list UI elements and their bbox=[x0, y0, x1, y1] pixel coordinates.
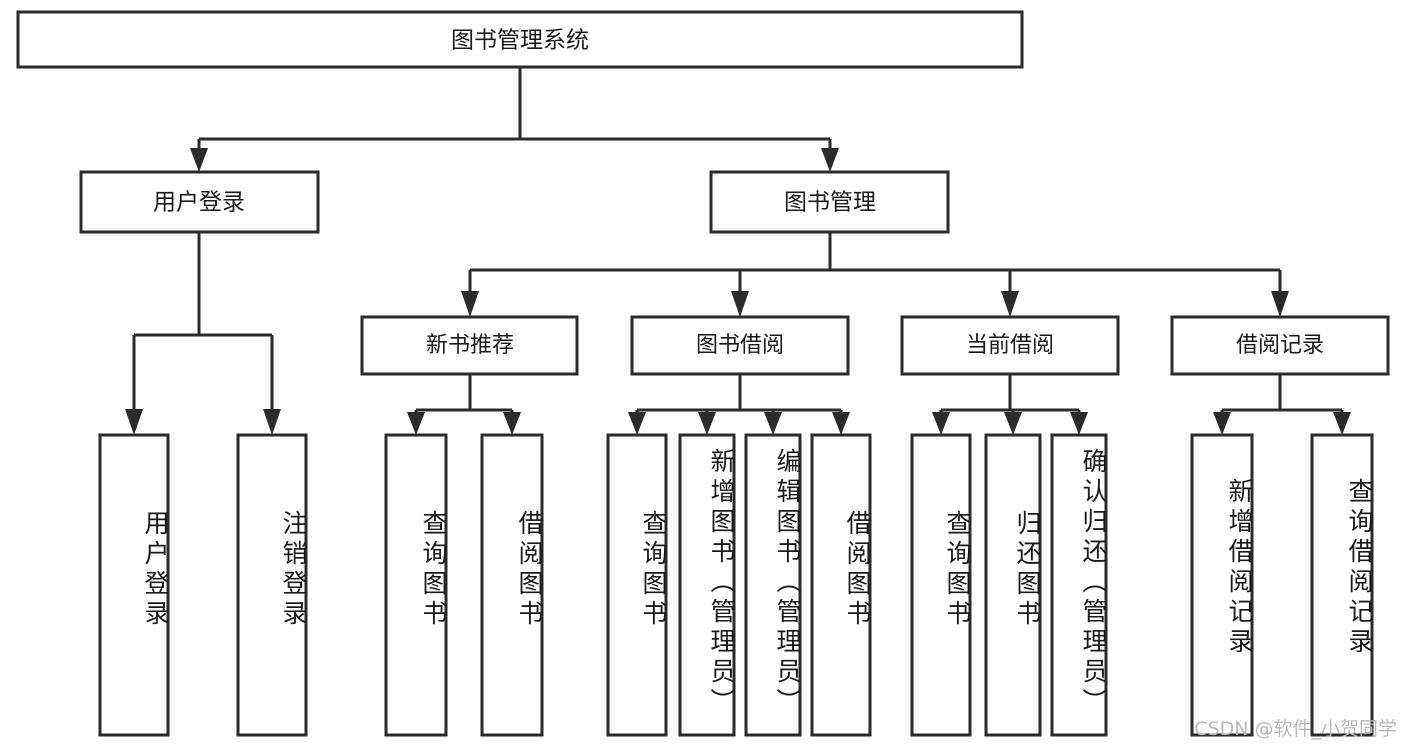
user-login-label: 用户登录 bbox=[153, 190, 245, 216]
new-book-recommend-box[interactable] bbox=[360, 315, 579, 376]
current-borrow-box[interactable] bbox=[900, 315, 1120, 376]
new-book-recommend-label: 新书推荐 bbox=[426, 333, 514, 358]
leaf-box-confirm-return[interactable] bbox=[1050, 433, 1108, 737]
connector-layer bbox=[125, 67, 1351, 435]
node-user-login[interactable]: 用户登录 bbox=[79, 170, 320, 234]
arrow-book-mgmt-to-new-book bbox=[461, 291, 479, 317]
arrow-book-mgmt-to-current bbox=[1001, 291, 1019, 317]
book-borrow-label: 图书借阅 bbox=[696, 333, 784, 358]
arrow-root-to-book-mgmt bbox=[821, 148, 839, 172]
node-book-borrow[interactable]: 图书借阅 bbox=[630, 315, 850, 376]
leaf-box-user-login[interactable] bbox=[98, 433, 170, 737]
book-borrow-box[interactable] bbox=[630, 315, 850, 376]
root-box[interactable] bbox=[16, 10, 1024, 69]
leaf-box-logout[interactable] bbox=[236, 433, 308, 737]
leaf-box-query-book-2[interactable] bbox=[606, 433, 668, 737]
leaf-box-borrow-book-2[interactable] bbox=[810, 433, 872, 737]
arrow-user-login-leaf-1 bbox=[125, 409, 143, 435]
book-management-label: 图书管理 bbox=[784, 190, 876, 216]
node-current-borrow[interactable]: 当前借阅 bbox=[900, 315, 1120, 376]
arrow-new-book-leaf-2 bbox=[503, 412, 521, 435]
arrow-borrow-leaf-1 bbox=[628, 412, 646, 435]
borrow-records-label: 借阅记录 bbox=[1236, 333, 1324, 358]
leaf-box-borrow-book-1[interactable] bbox=[480, 433, 544, 737]
node-book-management[interactable]: 图书管理 bbox=[709, 170, 950, 234]
book-management-box[interactable] bbox=[709, 170, 950, 234]
arrow-borrow-leaf-2 bbox=[698, 412, 716, 435]
node-borrow-records[interactable]: 借阅记录 bbox=[1170, 315, 1390, 376]
arrow-user-login-leaf-2 bbox=[263, 409, 281, 435]
leaf-box-return-book[interactable] bbox=[984, 433, 1042, 737]
arrow-records-leaf-1 bbox=[1213, 412, 1231, 435]
root-label: 图书管理系统 bbox=[451, 28, 589, 54]
leaf-box-query-book-1[interactable] bbox=[384, 433, 448, 737]
arrow-root-to-user-login bbox=[190, 148, 208, 172]
leaf-box-edit-book-admin[interactable] bbox=[744, 433, 802, 737]
leaf-box-query-book-3[interactable] bbox=[910, 433, 972, 737]
arrow-book-mgmt-to-borrow bbox=[731, 291, 749, 317]
leaf-box-add-record[interactable] bbox=[1190, 433, 1254, 737]
node-new-book-recommend[interactable]: 新书推荐 bbox=[360, 315, 579, 376]
arrow-current-leaf-1 bbox=[932, 412, 950, 435]
leaf-box-add-book-admin[interactable] bbox=[678, 433, 736, 737]
arrow-records-leaf-2 bbox=[1333, 412, 1351, 435]
arrow-new-book-leaf-1 bbox=[407, 412, 425, 435]
arrow-borrow-leaf-3 bbox=[764, 412, 782, 435]
arrow-current-leaf-2 bbox=[1004, 412, 1022, 435]
arrow-current-leaf-3 bbox=[1070, 412, 1088, 435]
arrow-borrow-leaf-4 bbox=[832, 412, 850, 435]
current-borrow-label: 当前借阅 bbox=[966, 333, 1054, 358]
borrow-records-box[interactable] bbox=[1170, 315, 1390, 376]
user-login-box[interactable] bbox=[79, 170, 320, 234]
node-root[interactable]: 图书管理系统 bbox=[16, 10, 1024, 69]
arrow-book-mgmt-to-records bbox=[1271, 291, 1289, 317]
leaf-box-layer bbox=[98, 433, 1374, 737]
leaf-box-query-record[interactable] bbox=[1310, 433, 1374, 737]
